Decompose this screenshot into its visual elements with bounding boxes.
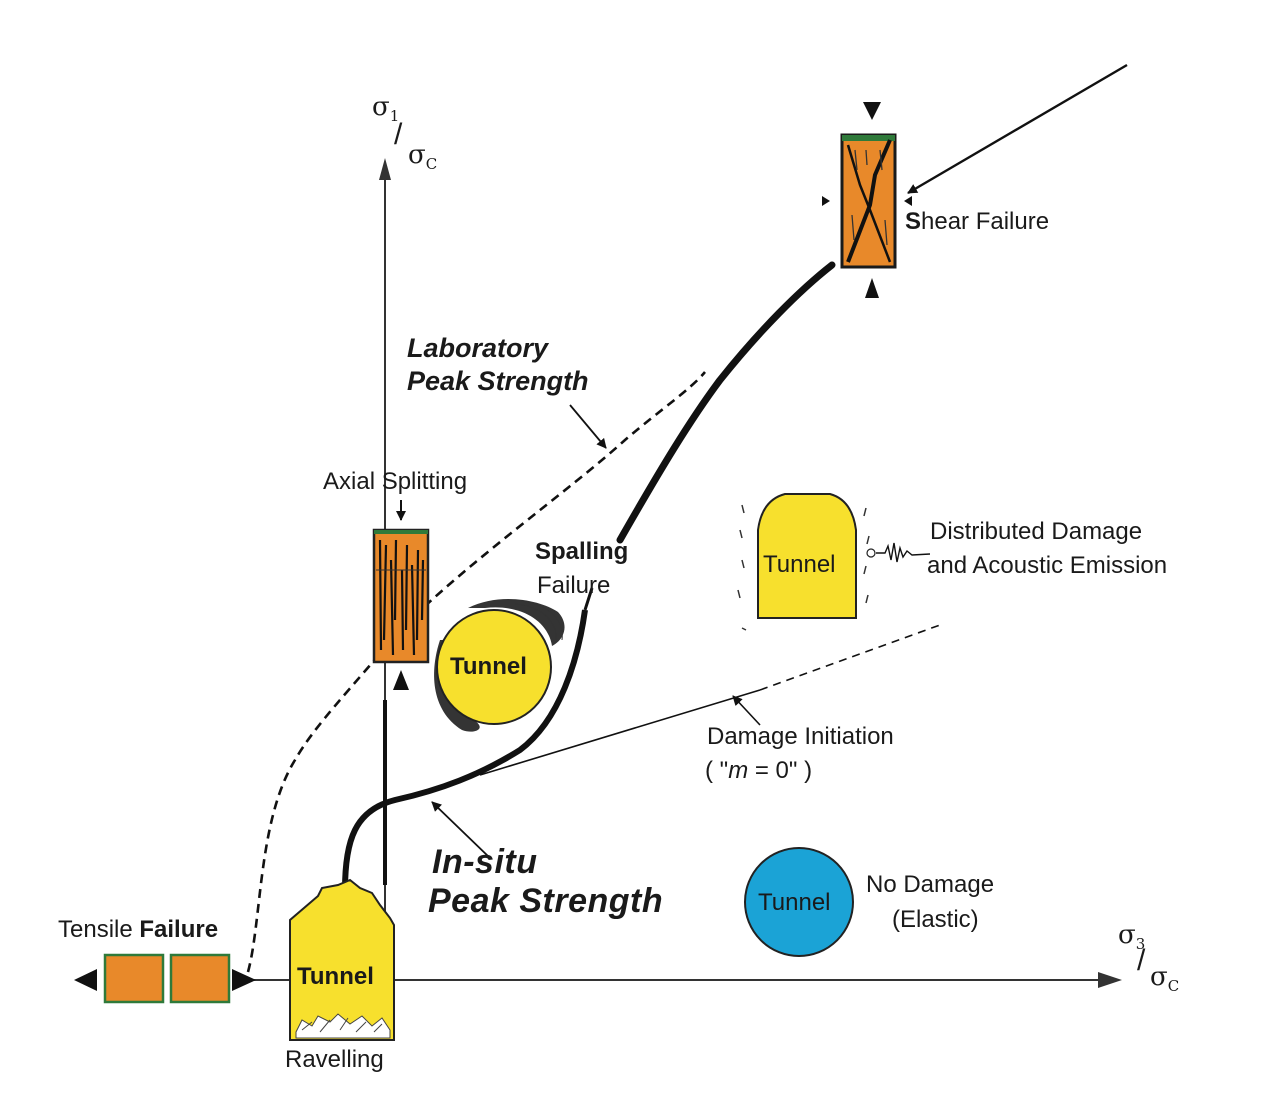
ravelling-tunnel-label: Tunnel bbox=[297, 963, 374, 990]
x-axis-numerator-sub: 3 bbox=[1135, 935, 1146, 953]
in-situ-thin-segment bbox=[583, 587, 594, 611]
tensile-failure-specimens bbox=[74, 953, 256, 1004]
axial-lower-arrowhead bbox=[393, 670, 409, 690]
damage-initiation-label: Damage Initiation bbox=[707, 723, 894, 750]
laboratory-label-line2: Peak Strength bbox=[407, 366, 589, 396]
x-axis-denominator-sub: C bbox=[1167, 977, 1180, 995]
ravelling-tunnel bbox=[289, 878, 395, 1041]
m-zero-m: m bbox=[728, 757, 749, 784]
laboratory-peak-strength-curve bbox=[246, 371, 706, 973]
x-axis-denominator-label: σC bbox=[1150, 962, 1180, 995]
axial-splitting-specimen bbox=[372, 528, 430, 664]
shear-pointer-arrow bbox=[907, 63, 1128, 195]
spalling-failure-label: Failure bbox=[537, 572, 611, 599]
x-axis-label: σ3 bbox=[1118, 920, 1146, 953]
damage-initiation-dashed bbox=[759, 624, 941, 691]
distributed-tunnel-label: Tunnel bbox=[763, 551, 836, 578]
m-zero-close: = 0" ) bbox=[748, 757, 813, 784]
spalling-label: Spalling bbox=[535, 538, 629, 565]
axial-splitting-label: Axial Splitting bbox=[323, 468, 468, 495]
shear-failure-label: Shear Failure bbox=[905, 208, 1049, 236]
y-axis-fraction-slash: / bbox=[394, 118, 403, 151]
damage-initiation-line bbox=[479, 689, 761, 776]
spalling-tunnel-label: Tunnel bbox=[450, 653, 527, 680]
y-axis-label: σ1 bbox=[372, 92, 400, 125]
tensile-failure-label: Tensile Failure bbox=[58, 916, 218, 944]
distributed-damage-label-line2: and Acoustic Emission bbox=[927, 552, 1168, 579]
x-axis-denominator: σ bbox=[1150, 962, 1168, 992]
in-situ-label-line2: Peak Strength bbox=[428, 882, 664, 920]
no-damage-tunnel-label: Tunnel bbox=[758, 889, 831, 916]
y-axis-arrowhead bbox=[379, 158, 391, 180]
in-situ-label-line1: In-situ bbox=[432, 843, 538, 881]
no-damage-label: No Damage bbox=[866, 871, 995, 898]
no-damage-tunnel bbox=[744, 847, 854, 957]
damage-initiation-pointer-arrow bbox=[732, 695, 761, 726]
m-zero-open: ( " bbox=[705, 757, 729, 784]
x-axis-arrowhead bbox=[1098, 972, 1122, 988]
y-axis-numerator-sub: 1 bbox=[389, 107, 400, 125]
y-axis-denominator: σ bbox=[408, 140, 426, 170]
upper-strength-curve bbox=[616, 261, 836, 544]
x-axis-numerator: σ bbox=[1118, 920, 1136, 950]
y-axis-numerator: σ bbox=[372, 92, 390, 122]
y-axis-denominator-sub: C bbox=[425, 155, 438, 173]
tensile-failure-bold: Failure bbox=[139, 916, 219, 943]
x-axis-fraction-slash: / bbox=[1137, 944, 1146, 977]
elastic-label: (Elastic) bbox=[892, 906, 979, 933]
spalling-tunnel bbox=[434, 599, 565, 732]
laboratory-label-line1: Laboratory bbox=[407, 333, 549, 363]
lab-pointer-arrow bbox=[569, 404, 607, 449]
y-axis-denominator-label: σC bbox=[408, 140, 438, 173]
shear-failure-specimen bbox=[822, 102, 912, 298]
shear-failure-initial: S bbox=[905, 208, 922, 235]
insitu-pointer-arrow bbox=[431, 801, 491, 859]
shear-failure-rest: hear Failure bbox=[921, 208, 1050, 235]
m-zero-label: ( "m = 0" ) bbox=[705, 757, 812, 785]
in-situ-peak-strength-curve bbox=[342, 609, 588, 891]
distributed-damage-label-line1: Distributed Damage bbox=[930, 518, 1143, 545]
distributed-damage-tunnel bbox=[737, 493, 931, 631]
tensile-label: Tensile bbox=[58, 916, 140, 943]
ravelling-label: Ravelling bbox=[285, 1046, 384, 1073]
